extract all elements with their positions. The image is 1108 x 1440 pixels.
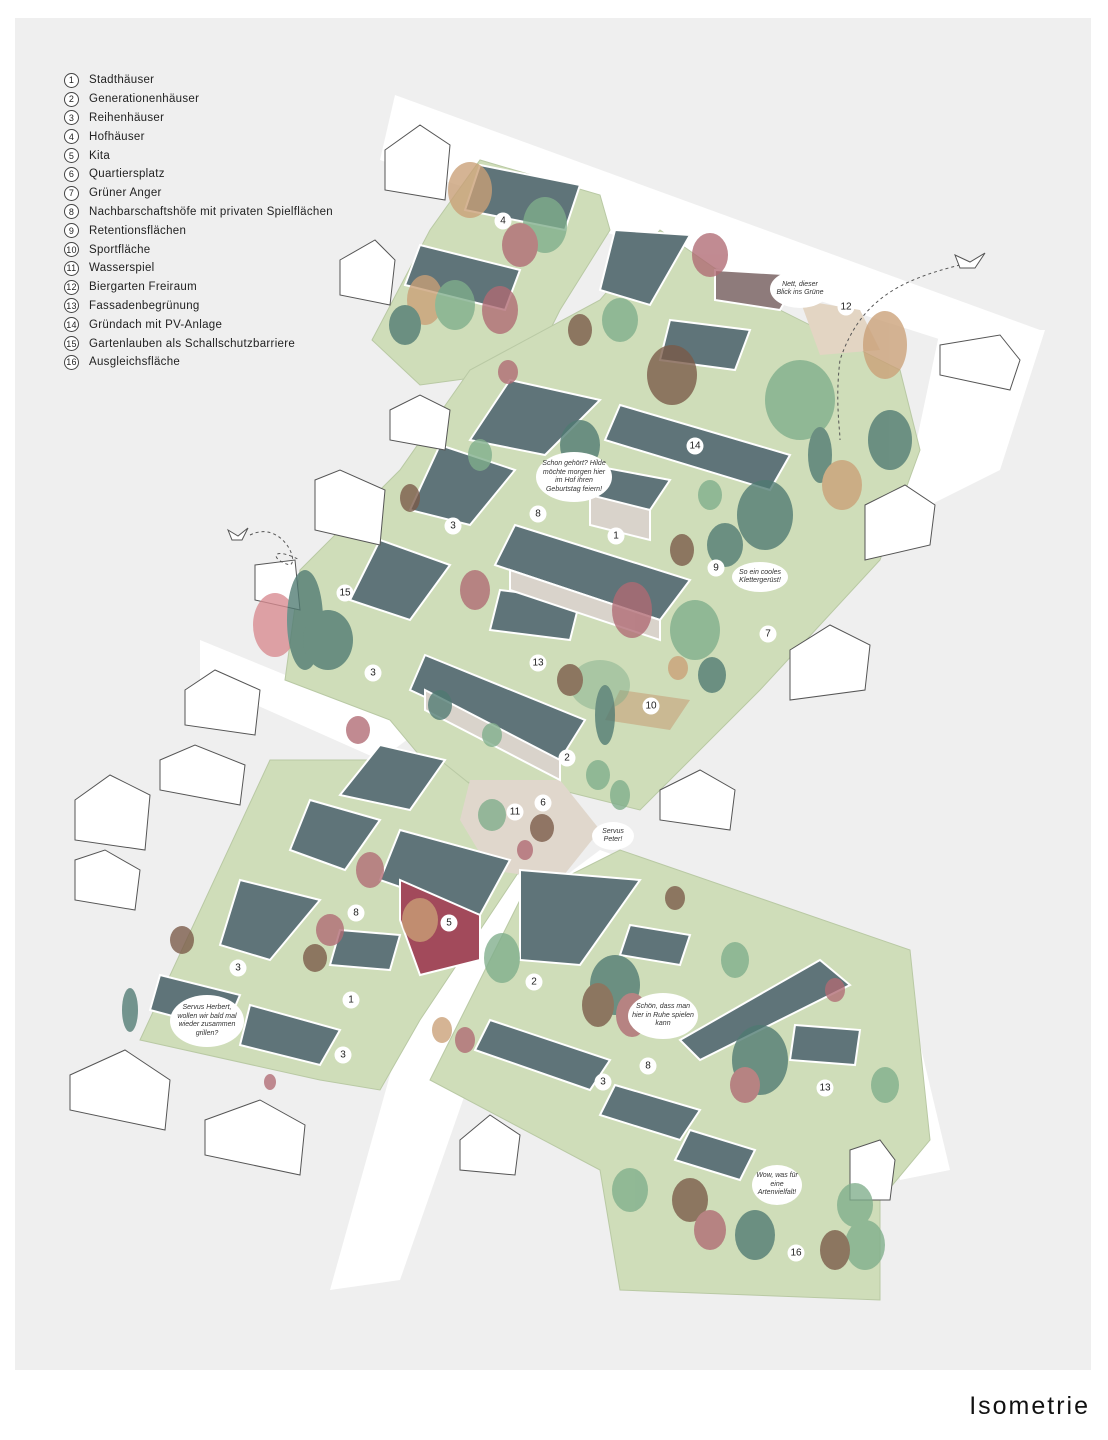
legend-number: 2 [64, 91, 79, 107]
legend-item: 2 Generationenhäuser [64, 90, 333, 109]
legend-item: 6 Quartiersplatz [64, 165, 333, 184]
bird-flight-path [837, 264, 961, 441]
legend-label: Biergarten Freiraum [89, 281, 197, 294]
legend-item: 15 Gartenlauben als Schallschutzbarriere [64, 334, 333, 353]
legend-item: 12 Biergarten Freiraum [64, 278, 333, 297]
legend-number: 12 [64, 279, 79, 295]
map-marker: 6 [534, 794, 552, 812]
biergarten [800, 300, 880, 355]
legend-label: Stadthäuser [89, 74, 155, 87]
legend-item: 3 Reihenhäuser [64, 109, 333, 128]
map-marker: 3 [594, 1073, 612, 1091]
legend-label: Quartiersplatz [89, 168, 165, 181]
legend-item: 1 Stadthäuser [64, 71, 333, 90]
legend-label: Hofhäuser [89, 130, 145, 143]
legend-label: Generationenhäuser [89, 93, 200, 106]
legend-label: Gründach mit PV-Anlage [89, 318, 223, 331]
trees [122, 162, 912, 1270]
legend-number: 13 [64, 298, 79, 314]
map-marker: 2 [525, 973, 543, 991]
map-marker: 9 [707, 559, 725, 577]
legend-number: 7 [64, 185, 79, 201]
page-title: Isometrie [969, 1392, 1090, 1420]
legend-number: 15 [64, 336, 79, 352]
speech-bubble: Schön, dass man hier in Ruhe spielen kan… [628, 993, 698, 1039]
legend-item: 8 Nachbarschaftshöfe mit privaten Spielfl… [64, 203, 333, 222]
legend-item: 9 Retentionsflächen [64, 221, 333, 240]
legend-item: 5 Kita [64, 146, 333, 165]
speech-bubble: Nett, dieser Blick ins Grüne [770, 270, 830, 308]
bird-icon [226, 527, 249, 541]
legend-item: 16 Ausgleichsfläche [64, 353, 333, 372]
map-marker: 2 [558, 749, 576, 767]
map-marker: 8 [347, 904, 365, 922]
map-marker: 1 [342, 991, 360, 1009]
legend-item: 11 Wasserspiel [64, 259, 333, 278]
legend-label: Retentionsflächen [89, 224, 187, 237]
legend-number: 8 [64, 204, 79, 220]
legend-number: 16 [64, 354, 79, 370]
map-marker: 5 [440, 914, 458, 932]
legend-label: Gartenlauben als Schallschutzbarriere [89, 337, 296, 350]
legend-item: 13 Fassadenbegrünung [64, 297, 333, 316]
map-marker: 11 [506, 803, 524, 821]
neighbouring-houses [69, 124, 1021, 1201]
legend: 1 Stadthäuser 2 Generationenhäuser 3 Reihen… [64, 71, 333, 372]
speech-bubble: Wow, was für eine Artenvielfalt! [752, 1165, 802, 1205]
legend-number: 9 [64, 223, 79, 239]
speech-bubble: So ein cooles Klettergerüst! [732, 562, 788, 592]
legend-item: 10 Sportfläche [64, 240, 333, 259]
map-marker: 10 [642, 697, 660, 715]
legend-item: 14 Gründach mit PV-Anlage [64, 315, 333, 334]
map-marker: 3 [334, 1046, 352, 1064]
map-marker: 13 [529, 654, 547, 672]
map-marker: 16 [787, 1244, 805, 1262]
map-marker: 3 [229, 959, 247, 977]
map-marker: 3 [444, 517, 462, 535]
legend-item: 7 Grüner Anger [64, 184, 333, 203]
map-marker: 7 [759, 625, 777, 643]
legend-number: 3 [64, 110, 79, 126]
map-marker: 3 [364, 664, 382, 682]
legend-number: 10 [64, 242, 79, 258]
speech-bubble: Servus Peter! [592, 822, 634, 850]
legend-number: 5 [64, 148, 79, 164]
map-marker: 8 [529, 505, 547, 523]
bird-icon [954, 252, 986, 269]
legend-label: Reihenhäuser [89, 111, 165, 124]
legend-number: 4 [64, 129, 79, 145]
speech-bubble: Schon gehört? Hilde möchte morgen hier i… [536, 452, 612, 502]
legend-number: 1 [64, 72, 79, 88]
legend-label: Fassadenbegrünung [89, 299, 200, 312]
map-marker: 4 [494, 212, 512, 230]
map-marker: 1 [607, 527, 625, 545]
map-marker: 14 [686, 437, 704, 455]
map-marker: 8 [639, 1057, 657, 1075]
map-marker: 12 [837, 298, 855, 316]
speech-bubble: Servus Herbert, wollen wir bald mal wied… [170, 995, 244, 1047]
map-marker: 13 [816, 1079, 834, 1097]
legend-label: Wasserspiel [89, 262, 155, 275]
map-marker: 15 [336, 584, 354, 602]
bird-flight-path [249, 531, 301, 566]
legend-label: Kita [89, 149, 111, 162]
legend-number: 6 [64, 166, 79, 182]
legend-label: Grüner Anger [89, 187, 162, 200]
legend-label: Nachbarschaftshöfe mit privaten Spielflä… [89, 205, 333, 218]
legend-label: Sportfläche [89, 243, 151, 256]
legend-number: 14 [64, 317, 79, 333]
legend-number: 11 [64, 260, 79, 276]
legend-item: 4 Hofhäuser [64, 127, 333, 146]
legend-label: Ausgleichsfläche [89, 356, 181, 369]
